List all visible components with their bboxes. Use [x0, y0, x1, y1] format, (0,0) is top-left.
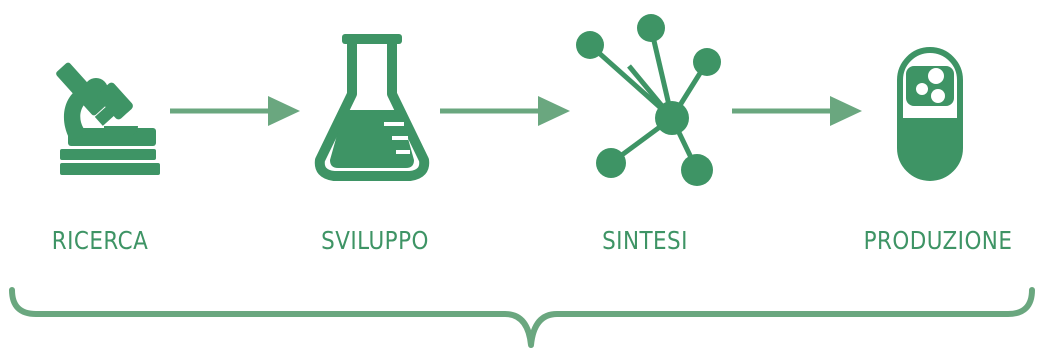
arrow-icon [170, 96, 300, 126]
molecule-icon [576, 14, 721, 186]
capsule-icon [897, 47, 963, 181]
step-label-ricerca: RICERCA [51, 226, 149, 255]
arrow-icon [440, 96, 570, 126]
step-label-produzione: PRODUZIONE [863, 226, 1013, 255]
microscope-icon [56, 62, 160, 175]
step-label-sintesi: SINTESI [602, 226, 688, 255]
curly-brace-icon [9, 287, 1035, 348]
step-label-sviluppo: SVILUPPO [321, 226, 429, 255]
flask-icon [314, 34, 430, 181]
arrow-icon [732, 96, 862, 126]
